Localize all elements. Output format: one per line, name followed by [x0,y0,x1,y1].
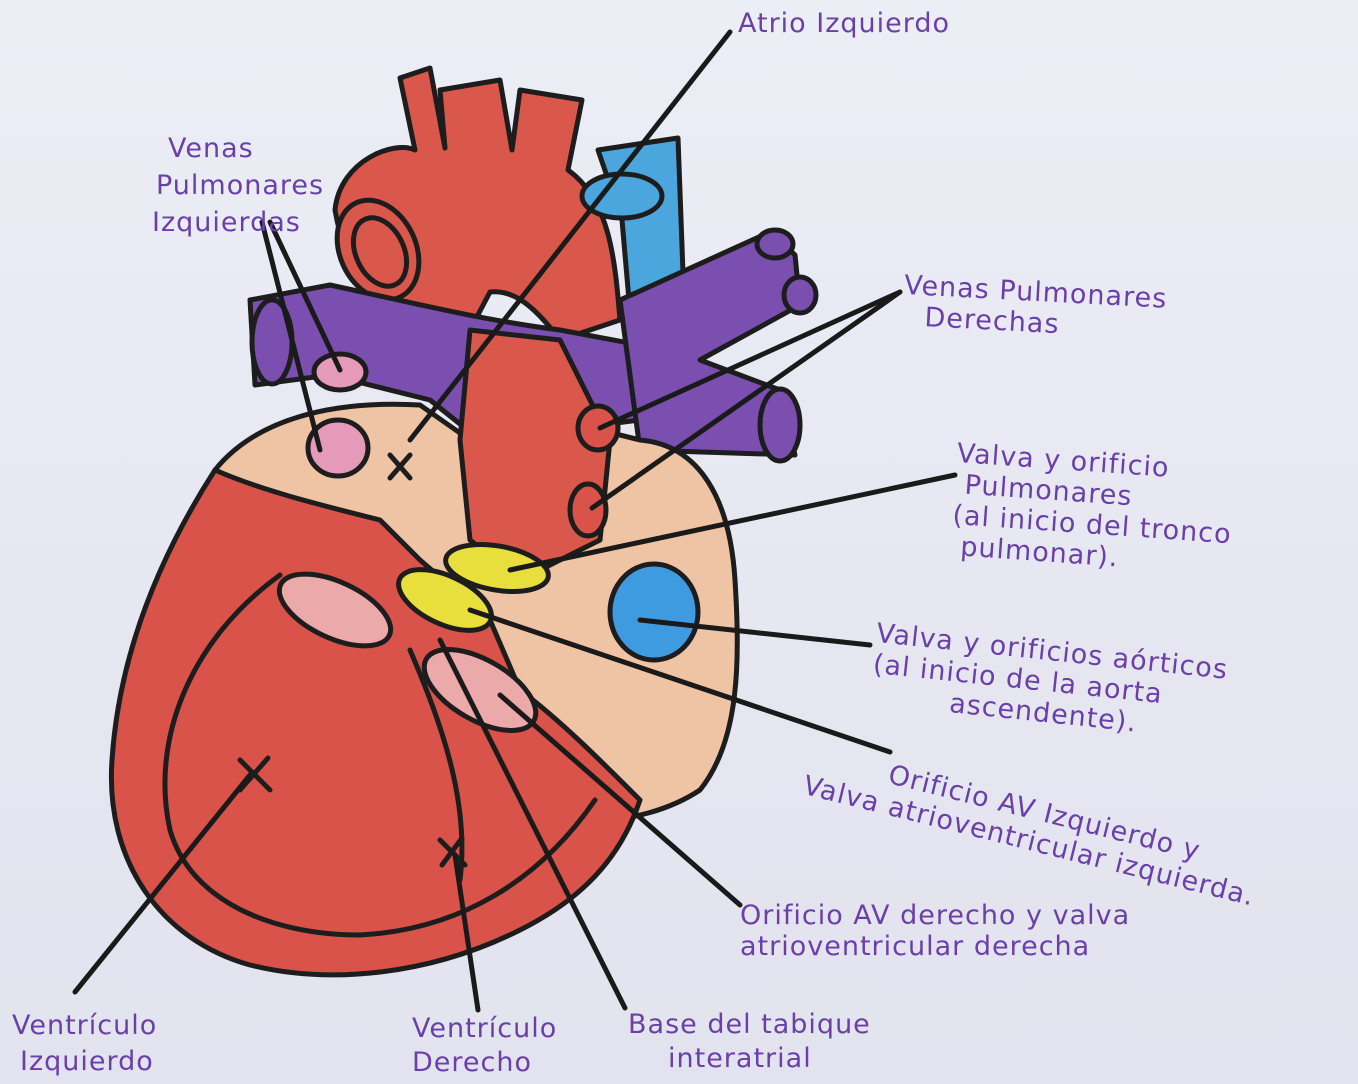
label-ventriculo-der-line1: Ventrículo [412,1012,557,1046]
small-red-ring-2 [570,484,606,536]
label-atrio-izquierdo: Atrio Izquierdo [738,8,950,39]
right-vein-opening-1 [757,230,793,258]
blue-valve [610,564,698,660]
label-venas-izq-line2: Pulmonares [152,167,324,204]
label-valva-pulmonar: Valva y orificio Pulmonares (al inicio d… [949,438,1237,581]
label-ventriculo-izq-line1: Ventrículo [12,1008,157,1044]
label-ventriculo-derecho: Ventrículo Derecho [412,1012,557,1080]
label-venas-izq-line1: Venas [152,130,324,167]
label-ventriculo-der-line2: Derecho [412,1046,557,1080]
right-vein-opening-3 [760,389,800,461]
blue-vein-ring [582,174,662,218]
label-av-der-line1: Orificio AV derecho y valva [740,900,1130,931]
label-atrio-izquierdo-text: Atrio Izquierdo [738,8,950,39]
label-base-tabique-line2: interatrial [628,1042,871,1076]
label-venas-pulmonares-izquierdas: Venas Pulmonares Izquierdas [152,130,324,241]
label-venas-izq-line3: Izquierdas [152,204,324,241]
label-av-der-line2: atrioventricular derecha [740,931,1130,962]
label-ventriculo-izquierdo: Ventrículo Izquierdo [12,1008,157,1080]
right-vein-opening-2 [784,277,816,313]
label-base-tabique: Base del tabique interatrial [628,1008,871,1076]
label-base-tabique-line1: Base del tabique [628,1008,871,1042]
label-orificio-av-derecho: Orificio AV derecho y valva atrioventric… [740,900,1130,962]
label-ventriculo-izq-line2: Izquierdo [12,1044,157,1080]
